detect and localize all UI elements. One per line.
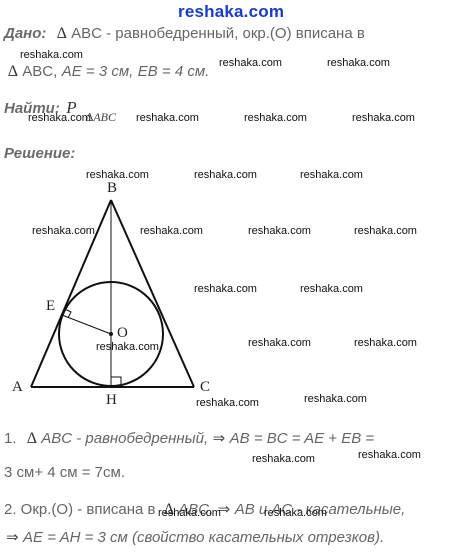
implies-arrow-icon: ⇒ <box>212 429 226 447</box>
step-2-conclusion: ⇒ AE = AH = 3 см (свойство касательных о… <box>6 528 384 547</box>
watermark: reshaka.com <box>140 225 203 237</box>
watermark: reshaka.com <box>352 112 415 124</box>
watermark: reshaka.com <box>327 57 390 69</box>
side-ab <box>30 199 112 388</box>
right-angle-e <box>64 308 72 319</box>
step-1-result: 3 см+ 4 см = 7см. <box>4 464 125 481</box>
center-o-label: O <box>117 325 128 341</box>
solution-label: Решение: <box>4 145 76 162</box>
watermark: reshaka.com <box>252 453 315 465</box>
given-eb: EB = 4 см. <box>137 63 210 80</box>
watermark: reshaka.com <box>358 449 421 461</box>
vertex-a-label: A <box>12 379 23 395</box>
inscribed-circle <box>58 281 164 387</box>
implies-arrow-icon: ⇒ <box>217 500 231 518</box>
step-2-equation: AE = AH = 3 см (свойство касательных отр… <box>23 529 385 546</box>
watermark: reshaka.com <box>264 507 327 519</box>
watermark: reshaka.com <box>244 112 307 124</box>
radius-oe <box>61 314 112 335</box>
point-e-label: E <box>46 298 56 314</box>
step-2-text: 2. Окр.(О) - вписана в <box>4 501 156 518</box>
implies-arrow-icon: ⇒ <box>6 528 19 546</box>
solution-step-2: 2. Окр.(О) - вписана в ∆ ABC. ⇒ AB и AC … <box>4 500 405 519</box>
step-1-equation: AB = BC = AE + EB = <box>229 430 375 447</box>
triangle-symbol: ∆ <box>163 501 174 518</box>
watermark: reshaka.com <box>248 225 311 237</box>
solution-step-1: 1. ∆ ABC - равнобедренный, ⇒ AB = BC = A… <box>4 429 374 448</box>
center-dot <box>109 332 113 336</box>
triangle-symbol: ∆ <box>8 63 18 80</box>
watermark: reshaka.com <box>354 337 417 349</box>
watermark: reshaka.com <box>304 393 367 405</box>
perimeter-symbol: P <box>66 98 77 117</box>
watermark: reshaka.com <box>86 169 149 181</box>
step-2-tangent: AB и AC - касательные, <box>234 501 406 518</box>
right-angle-h <box>111 376 122 387</box>
given-line-1: Дано: ∆ ABC - равнобедренный, окр.(О) вп… <box>4 25 365 43</box>
triangle-symbol: ∆ <box>26 430 37 447</box>
watermark: reshaka.com <box>32 225 95 237</box>
watermark: reshaka.com <box>194 283 257 295</box>
given-line-1-text: ABC - равнобедренный, окр.(О) вписана в <box>71 25 365 42</box>
vertex-b-label: B <box>107 180 118 196</box>
site-header-link[interactable]: reshaka.com <box>178 2 285 21</box>
watermark: reshaka.com <box>96 341 159 353</box>
watermark: reshaka.com <box>354 225 417 237</box>
watermark: reshaka.com <box>194 169 257 181</box>
triangle-symbol: ∆ <box>56 25 67 42</box>
vertex-c-label: C <box>200 379 211 395</box>
watermark: reshaka.com <box>219 57 282 69</box>
given-ae: AE = 3 см, <box>61 63 134 80</box>
given-label: Дано: <box>4 25 47 42</box>
side-bc <box>110 199 195 388</box>
watermark: reshaka.com <box>300 283 363 295</box>
step-1-text: ABC - равнобедренный, <box>41 430 209 447</box>
find-label: Найти: <box>4 100 60 117</box>
watermark: reshaka.com <box>300 169 363 181</box>
point-h-label: H <box>106 392 117 408</box>
step-1-number: 1. <box>4 430 17 447</box>
watermark: reshaka.com <box>158 507 221 519</box>
given-line-2: ∆ ABC, AE = 3 см, EB = 4 см. <box>8 63 209 81</box>
watermark: reshaka.com <box>28 112 91 124</box>
perimeter-subscript: ∆ABC <box>86 110 117 124</box>
watermark: reshaka.com <box>20 49 83 61</box>
step-2-triangle: ABC. <box>178 501 214 518</box>
watermark: reshaka.com <box>136 112 199 124</box>
find-line: Найти: P <box>4 98 77 118</box>
watermark: reshaka.com <box>248 337 311 349</box>
watermark: reshaka.com <box>196 397 259 409</box>
given-triangle-name: ABC, <box>22 63 58 80</box>
